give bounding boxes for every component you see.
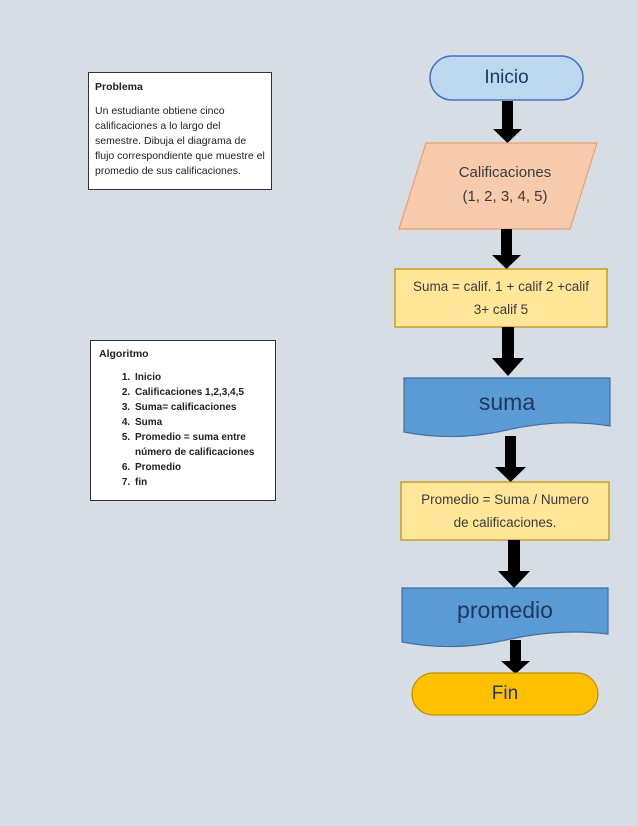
sum-output-shape bbox=[403, 377, 611, 438]
problem-box: Problema Un estudiante obtiene cinco cal… bbox=[88, 72, 272, 190]
input-label-line2: (1, 2, 3, 4, 5) bbox=[462, 188, 548, 205]
arrow-down bbox=[492, 229, 521, 269]
algorithm-step: Calificaciones 1,2,3,4,5 bbox=[133, 385, 267, 400]
algorithm-step: Suma bbox=[133, 415, 267, 430]
arrow-down bbox=[498, 540, 530, 588]
arrow-down bbox=[493, 101, 522, 143]
average-process-label: Promedio = Suma / Numero de calificacion… bbox=[401, 482, 609, 540]
average-process-line1: Promedio = Suma / Numero bbox=[421, 492, 589, 507]
average-output-shape bbox=[401, 587, 609, 648]
input-parallelogram bbox=[398, 142, 598, 230]
sum-process-box bbox=[394, 268, 608, 328]
problem-title: Problema bbox=[95, 81, 143, 93]
input-label-line1: Calificaciones bbox=[458, 164, 552, 181]
algorithm-step: fin bbox=[133, 475, 267, 490]
sum-process-label: Suma = calif. 1 + calif 2 +calif 3+ cali… bbox=[395, 269, 607, 327]
end-terminator bbox=[411, 672, 599, 716]
start-terminator bbox=[429, 55, 584, 101]
average-process-line2: de calificaciones. bbox=[453, 515, 557, 530]
algorithm-box: Algoritmo Inicio Calificaciones 1,2,3,4,… bbox=[90, 340, 276, 501]
input-label: Calificaciones (1, 2, 3, 4, 5) bbox=[420, 150, 590, 220]
algorithm-title: Algoritmo bbox=[99, 348, 149, 360]
algorithm-step: Suma= calificaciones bbox=[133, 400, 267, 415]
sum-output-label: suma bbox=[478, 388, 536, 415]
end-label: Fin bbox=[491, 683, 519, 704]
algorithm-steps: Inicio Calificaciones 1,2,3,4,5 Suma= ca… bbox=[99, 370, 267, 490]
problem-text: Un estudiante obtiene cinco calificacion… bbox=[95, 105, 265, 177]
arrow-down bbox=[501, 640, 530, 674]
algorithm-step: Promedio = suma entre número de califica… bbox=[133, 430, 267, 460]
sum-process-line1: Suma = calif. 1 + calif 2 +calif bbox=[413, 279, 589, 294]
algorithm-step: Inicio bbox=[133, 370, 267, 385]
average-process-box bbox=[400, 481, 610, 541]
arrow-down bbox=[492, 327, 524, 376]
average-output-label: promedio bbox=[457, 596, 553, 623]
start-label: Inicio bbox=[484, 67, 529, 88]
arrow-down bbox=[495, 436, 526, 482]
algorithm-step: Promedio bbox=[133, 460, 267, 475]
sum-process-line2: 3+ calif 5 bbox=[473, 302, 529, 317]
